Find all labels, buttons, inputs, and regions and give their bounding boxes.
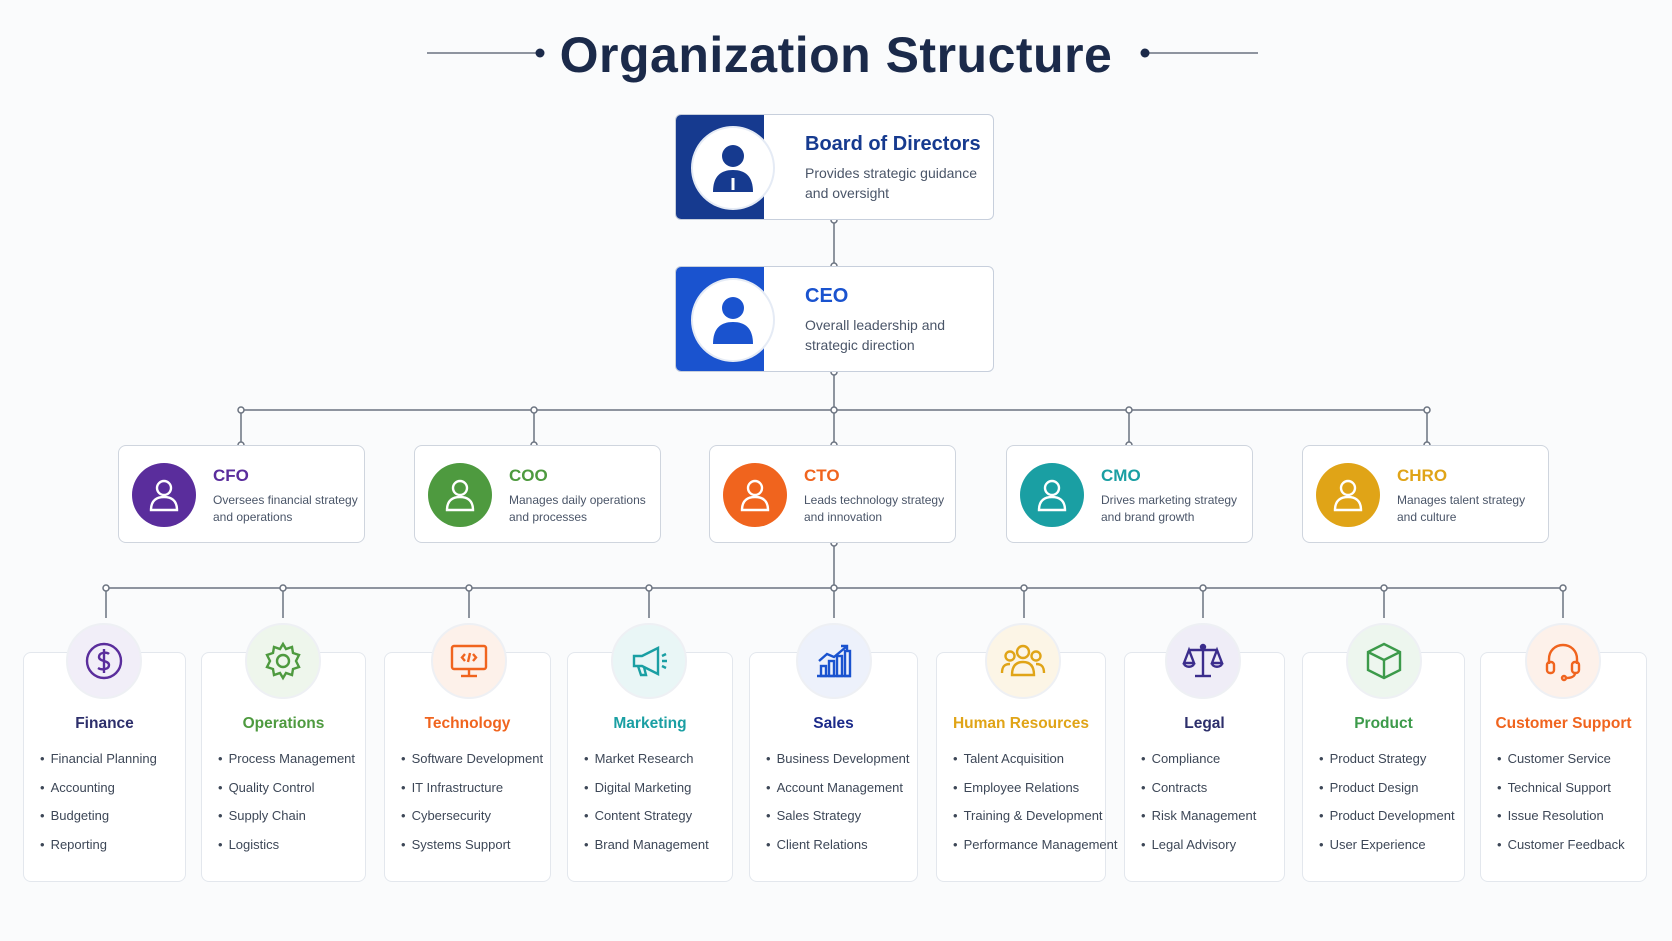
list-item: IT Infrastructure xyxy=(401,780,543,809)
dept-card-operations[interactable]: Operations Process Management Quality Co… xyxy=(201,652,366,882)
list-item: Customer Feedback xyxy=(1497,837,1625,866)
list-item: Issue Resolution xyxy=(1497,808,1625,837)
coo-person-icon xyxy=(428,463,492,527)
dept-title: Human Resources xyxy=(952,715,1090,732)
chro-description: Manages talent strategy and culture xyxy=(1397,493,1526,524)
headset-icon xyxy=(1525,623,1601,699)
board-description: Provides strategic guidance and oversigh… xyxy=(805,165,977,201)
cfo-card[interactable]: CFO Oversees financial strategy and oper… xyxy=(118,445,365,543)
list-item: Logistics xyxy=(218,837,355,866)
list-item: Reporting xyxy=(40,837,157,866)
dept-title: Legal xyxy=(1184,715,1225,732)
list-item: Client Relations xyxy=(766,837,910,866)
chro-title: CHRO xyxy=(1397,466,1448,485)
dept-title: Product xyxy=(1354,715,1413,732)
chro-person-icon xyxy=(1316,463,1380,527)
cfo-description: Oversees financial strategy and operatio… xyxy=(213,493,358,524)
list-item: Financial Planning xyxy=(40,751,157,780)
list-item: Sales Strategy xyxy=(766,808,910,837)
coo-description: Manages daily operations and processes xyxy=(509,493,646,524)
cmo-card[interactable]: CMO Drives marketing strategy and brand … xyxy=(1006,445,1253,543)
gear-icon xyxy=(245,623,321,699)
list-item: Training & Development xyxy=(953,808,1117,837)
cmo-description: Drives marketing strategy and brand grow… xyxy=(1101,493,1238,524)
list-item: Product Development xyxy=(1319,808,1455,837)
list-item: Performance Management xyxy=(953,837,1118,866)
list-item: Compliance xyxy=(1141,751,1256,780)
megaphone-icon xyxy=(611,623,687,699)
list-item: Legal Advisory xyxy=(1141,837,1256,866)
list-item: Business Development xyxy=(766,751,910,780)
list-item: Brand Management xyxy=(584,837,709,866)
list-item: Account Management xyxy=(766,780,910,809)
dept-list: Business Development Account Management … xyxy=(766,751,910,865)
cfo-person-icon xyxy=(132,463,196,527)
list-item: Customer Service xyxy=(1497,751,1625,780)
dept-title: Finance xyxy=(75,715,134,732)
cmo-title: CMO xyxy=(1101,466,1141,485)
team-icon xyxy=(985,623,1061,699)
bar-chart-icon xyxy=(796,623,872,699)
code-monitor-icon xyxy=(431,623,507,699)
list-item: Contracts xyxy=(1141,780,1256,809)
dept-title: Technology xyxy=(424,715,511,732)
title-block: Organization Structure xyxy=(0,22,1672,86)
list-item: Accounting xyxy=(40,780,157,809)
cmo-person-icon xyxy=(1020,463,1084,527)
board-title: Board of Directors xyxy=(805,133,981,155)
dollar-icon xyxy=(66,623,142,699)
ceo-person-icon xyxy=(691,278,775,362)
scales-icon xyxy=(1165,623,1241,699)
cfo-title: CFO xyxy=(213,466,249,485)
list-item: Supply Chain xyxy=(218,808,355,837)
list-item: Quality Control xyxy=(218,780,355,809)
dept-title: Operations xyxy=(242,715,325,732)
dept-list: Talent Acquisition Employee Relations Tr… xyxy=(953,751,1118,866)
dept-title: Sales xyxy=(813,715,854,732)
coo-card[interactable]: COO Manages daily operations and process… xyxy=(414,445,661,543)
dept-list: Compliance Contracts Risk Management Leg… xyxy=(1141,751,1257,866)
board-card[interactable]: Board of Directors Provides strategic gu… xyxy=(675,114,994,220)
cto-card[interactable]: CTO Leads technology strategy and innova… xyxy=(709,445,956,543)
ceo-title: CEO xyxy=(805,285,849,307)
dept-list: Process Management Quality Control Suppl… xyxy=(218,751,355,865)
list-item: Employee Relations xyxy=(953,780,1117,809)
box-icon xyxy=(1346,623,1422,699)
list-item: Risk Management xyxy=(1141,808,1257,837)
list-item: Product Strategy xyxy=(1319,751,1455,780)
list-item: Systems Support xyxy=(401,837,543,866)
chro-card[interactable]: CHRO Manages talent strategy and culture xyxy=(1302,445,1549,543)
list-item: Technical Support xyxy=(1497,780,1625,809)
list-item: User Experience xyxy=(1319,837,1455,866)
dept-title: Marketing xyxy=(613,715,687,732)
cto-description: Leads technology strategy and innovation xyxy=(804,493,945,524)
dept-card-technology[interactable]: Technology Software Development IT Infra… xyxy=(384,652,551,882)
dept-card-product[interactable]: Product Product Strategy Product Design … xyxy=(1302,652,1465,882)
list-item: Software Development xyxy=(401,751,544,780)
coo-title: COO xyxy=(509,466,548,485)
list-item: Process Management xyxy=(218,751,355,780)
board-person-icon xyxy=(691,126,775,210)
cto-person-icon xyxy=(723,463,787,527)
dept-list: Financial Planning Accounting Budgeting … xyxy=(40,751,157,865)
list-item: Content Strategy xyxy=(584,808,709,837)
list-item: Digital Marketing xyxy=(584,780,709,809)
list-item: Talent Acquisition xyxy=(953,751,1117,780)
list-item: Market Research xyxy=(584,751,709,780)
ceo-description: Overall leadership and strategic directi… xyxy=(805,317,946,353)
list-item: Budgeting xyxy=(40,808,157,837)
dept-list: Product Strategy Product Design Product … xyxy=(1319,751,1455,865)
dept-list: Software Development IT Infrastructure C… xyxy=(401,751,544,866)
dept-list: Customer Service Technical Support Issue… xyxy=(1497,751,1625,865)
dept-card-marketing[interactable]: Marketing Market Research Digital Market… xyxy=(567,652,733,882)
cto-title: CTO xyxy=(804,466,840,485)
dept-card-customer-support[interactable]: Customer Support Customer Service Techni… xyxy=(1480,652,1647,882)
dept-list: Market Research Digital Marketing Conten… xyxy=(584,751,709,865)
ceo-card[interactable]: CEO Overall leadership and strategic dir… xyxy=(675,266,994,372)
page-title: Organization Structure xyxy=(559,27,1113,83)
list-item: Cybersecurity xyxy=(401,808,543,837)
list-item: Product Design xyxy=(1319,780,1455,809)
dept-title: Customer Support xyxy=(1495,715,1632,732)
